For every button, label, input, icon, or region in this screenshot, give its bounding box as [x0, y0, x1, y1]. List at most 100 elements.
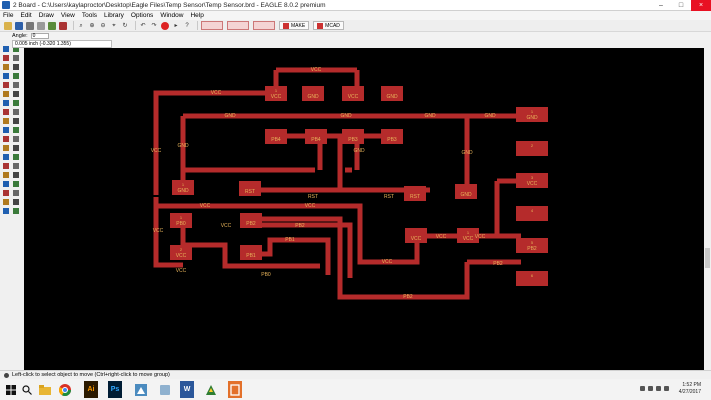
- zoom-out-icon[interactable]: ⊖: [100, 22, 106, 29]
- copper-trace[interactable]: [255, 237, 331, 275]
- smd-pad[interactable]: [239, 181, 261, 196]
- tool-dimension-icon[interactable]: [3, 190, 9, 196]
- smd-pad[interactable]: [455, 184, 477, 199]
- tool-polygon-icon[interactable]: [3, 172, 9, 178]
- menu-help[interactable]: Help: [190, 12, 204, 19]
- menu-edit[interactable]: Edit: [20, 12, 32, 19]
- scrollbar-thumb[interactable]: [705, 248, 710, 268]
- smd-pad[interactable]: [516, 107, 548, 122]
- help-icon[interactable]: ?: [185, 22, 189, 29]
- undo-icon[interactable]: ↶: [140, 22, 146, 29]
- tool-layers-icon[interactable]: [3, 55, 9, 61]
- smd-pad[interactable]: [457, 228, 479, 243]
- smd-pad[interactable]: [381, 86, 403, 101]
- volume-icon[interactable]: [656, 386, 661, 391]
- tool-change-icon[interactable]: [13, 82, 19, 88]
- copper-trace[interactable]: [153, 90, 276, 195]
- tool-show-icon[interactable]: [13, 46, 19, 52]
- smd-pad[interactable]: [170, 213, 192, 228]
- smd-pad[interactable]: [240, 245, 262, 260]
- open-icon[interactable]: [4, 21, 12, 30]
- smd-pad[interactable]: [265, 86, 287, 101]
- chevron-up-icon[interactable]: [640, 386, 645, 391]
- fritzing-icon[interactable]: [134, 381, 148, 398]
- tool-value-icon[interactable]: [3, 118, 9, 124]
- tool-split-icon[interactable]: [13, 127, 19, 133]
- tool-erc-icon[interactable]: [13, 199, 19, 205]
- tool-move-icon[interactable]: [3, 64, 9, 70]
- tool-lock-icon[interactable]: [3, 109, 9, 115]
- tool-rect-icon[interactable]: [13, 163, 19, 169]
- maximize-button[interactable]: □: [678, 2, 684, 9]
- go-icon[interactable]: ▸: [174, 22, 178, 29]
- smd-pad[interactable]: [240, 213, 262, 228]
- angle-input[interactable]: 0: [30, 33, 49, 39]
- smd-pad[interactable]: [404, 186, 426, 201]
- smd-pad[interactable]: [516, 173, 548, 188]
- tool-name-icon[interactable]: [13, 109, 19, 115]
- redo-icon[interactable]: ↷: [151, 22, 157, 29]
- tool-mark-icon[interactable]: [13, 55, 19, 61]
- tool-drc-icon[interactable]: [3, 208, 9, 214]
- board-icon[interactable]: [59, 21, 67, 30]
- clock[interactable]: 1:52 PM 4/27/2017: [679, 382, 701, 396]
- illustrator-icon[interactable]: Ai: [84, 381, 98, 398]
- tool-auto-icon[interactable]: [3, 199, 9, 205]
- windows-icon[interactable]: [4, 381, 18, 398]
- tool-mirror-icon[interactable]: [3, 73, 9, 79]
- zoom-in-icon[interactable]: ⊕: [89, 22, 95, 29]
- copper-trace[interactable]: [180, 226, 320, 269]
- message-icon[interactable]: [664, 386, 669, 391]
- tool-ratsnest-icon[interactable]: [13, 190, 19, 196]
- close-button[interactable]: ×: [691, 0, 711, 11]
- copper-trace[interactable]: [156, 203, 420, 265]
- menu-tools[interactable]: Tools: [81, 12, 98, 19]
- menu-library[interactable]: Library: [104, 12, 124, 19]
- smd-pad[interactable]: [516, 206, 548, 221]
- fusion-sync-button[interactable]: [201, 21, 223, 30]
- tool-text-icon[interactable]: [3, 154, 9, 160]
- tool-hole-icon[interactable]: [3, 181, 9, 187]
- tablet-icon[interactable]: [158, 381, 172, 398]
- tool-optimize-icon[interactable]: [3, 136, 9, 142]
- minimize-button[interactable]: –: [659, 2, 663, 9]
- eagle-icon[interactable]: [228, 381, 242, 398]
- tool-add-icon[interactable]: [3, 100, 9, 106]
- smd-pad[interactable]: [170, 245, 192, 260]
- zoom-fit-icon[interactable]: ⌕: [79, 22, 83, 29]
- tool-circle-icon[interactable]: [13, 154, 19, 160]
- smd-pad[interactable]: [302, 86, 324, 101]
- print-icon[interactable]: [26, 21, 34, 30]
- menu-view[interactable]: View: [60, 12, 75, 19]
- tool-arc-icon[interactable]: [3, 163, 9, 169]
- smd-pad[interactable]: [172, 180, 194, 195]
- smd-pad[interactable]: [405, 228, 427, 243]
- tool-via-icon[interactable]: [13, 172, 19, 178]
- tool-rotate-icon[interactable]: [13, 73, 19, 79]
- menu-window[interactable]: Window: [160, 12, 184, 19]
- smd-pad[interactable]: [342, 86, 364, 101]
- search-icon[interactable]: [20, 381, 34, 398]
- menu-options[interactable]: Options: [130, 12, 154, 19]
- tool-group-icon[interactable]: [3, 82, 9, 88]
- smd-pad[interactable]: [265, 129, 287, 144]
- tool-delete-icon[interactable]: [13, 91, 19, 97]
- save-icon[interactable]: [15, 21, 23, 30]
- tool-replace-icon[interactable]: [13, 100, 19, 106]
- tool-miter-icon[interactable]: [3, 127, 9, 133]
- snipping-icon[interactable]: [204, 381, 218, 398]
- tool-errors-icon[interactable]: [13, 208, 19, 214]
- network-icon[interactable]: [648, 386, 653, 391]
- menu-file[interactable]: File: [3, 12, 14, 19]
- tool-copy-icon[interactable]: [13, 64, 19, 70]
- schematic-icon[interactable]: [48, 21, 56, 30]
- file-explorer-icon[interactable]: [38, 381, 52, 398]
- smd-pad[interactable]: [342, 129, 364, 144]
- pcb-push-button[interactable]: [227, 21, 249, 30]
- smd-pad[interactable]: [516, 271, 548, 286]
- chrome-icon[interactable]: [58, 381, 72, 398]
- word-icon[interactable]: W: [180, 381, 194, 398]
- smd-pad[interactable]: [305, 129, 327, 144]
